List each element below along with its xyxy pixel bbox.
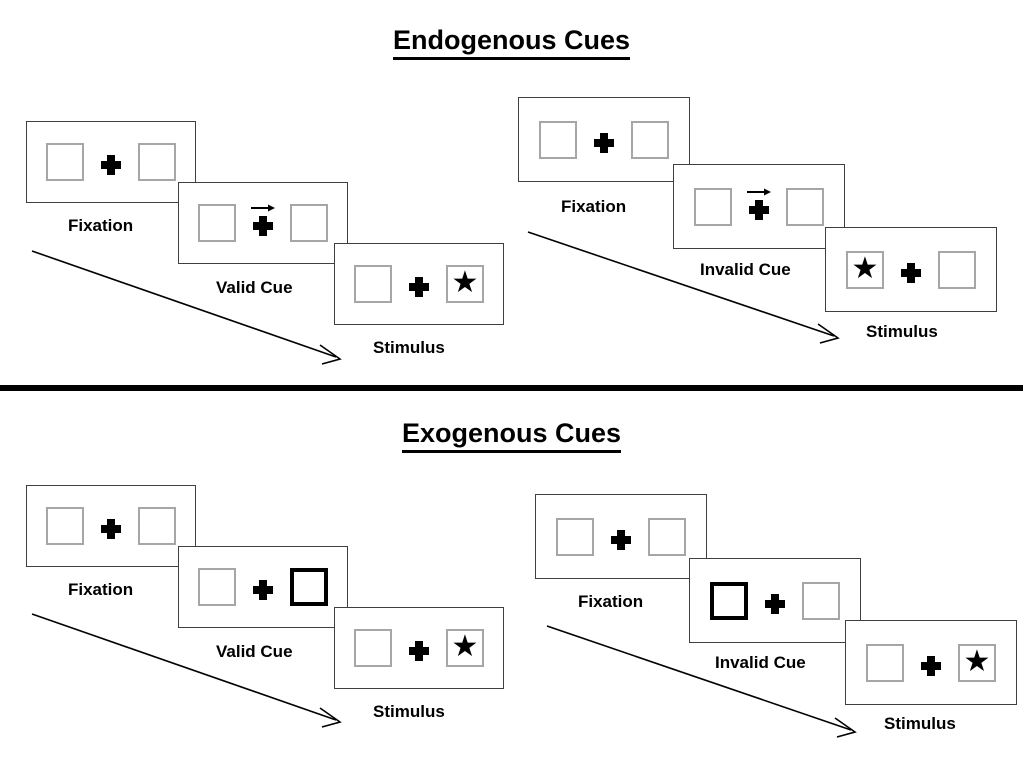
caption-endogenous-invalid-fixation: Fixation [561,197,627,216]
fixation-cross-icon [764,593,786,615]
center-column [406,629,432,667]
caption-exogenous-valid-cue: Valid Cue [216,642,293,661]
left-placeholder-box[interactable] [556,517,594,556]
panel-content [179,183,347,263]
trial-panel-endogenous-invalid-fixation[interactable] [518,97,690,182]
right-placeholder-box[interactable] [938,250,976,289]
caption-exogenous-valid-stimulus: Stimulus [373,702,445,721]
fixation-cross-icon [408,276,430,298]
panel-content [27,486,195,566]
left-placeholder-box[interactable] [198,568,236,606]
fixation-cross-icon [252,215,274,237]
right-placeholder-box[interactable] [648,517,686,556]
section-title-exogenous-text: Exogenous Cues [401,418,622,453]
right-placeholder-box[interactable] [631,120,669,159]
trial-panel-exogenous-valid-stimulus[interactable]: ★ [334,607,504,689]
star-target-icon: ★ [451,266,479,299]
right-placeholder-box[interactable] [138,143,176,181]
center-column [918,644,944,682]
right-placeholder-box[interactable] [138,507,176,545]
center-column [591,121,617,159]
trial-panel-exogenous-valid-fixation[interactable] [26,485,196,567]
left-placeholder-box[interactable] [539,120,577,159]
left-placeholder-box[interactable] [354,629,392,667]
arrow-right-cue-icon [747,188,771,195]
star-target-icon: ★ [451,630,479,663]
time-progression-arrow-exogenous-valid [31,613,342,728]
panel-content: ★ [335,608,503,688]
trial-panel-endogenous-valid-fixation[interactable] [26,121,196,203]
left-cued-box[interactable] [710,581,748,620]
fixation-cross-icon [900,262,922,284]
center-column [98,143,124,181]
trial-panel-endogenous-valid-stimulus[interactable]: ★ [334,243,504,325]
trial-panel-exogenous-invalid-stimulus[interactable]: ★ [845,620,1017,705]
trial-panel-exogenous-invalid-cue[interactable] [689,558,861,643]
star-target-icon: ★ [851,251,879,285]
caption-exogenous-invalid-fixation: Fixation [578,592,644,611]
panel-content [536,495,706,578]
panel-content [519,98,689,181]
panel-content: ★ [846,621,1016,704]
left-placeholder-box[interactable] [198,204,236,242]
right-placeholder-box[interactable] [290,204,328,242]
caption-endogenous-valid-stimulus: Stimulus [373,338,445,357]
center-column [250,568,276,606]
right-target-box[interactable]: ★ [958,643,996,682]
time-progression-arrow-endogenous-valid [31,250,342,365]
fixation-cross-icon [593,132,615,154]
caption-endogenous-valid-fixation: Fixation [68,216,134,235]
time-progression-arrow-endogenous-invalid [527,231,840,344]
trial-panel-endogenous-invalid-stimulus[interactable]: ★ [825,227,997,312]
caption-exogenous-invalid-stimulus: Stimulus [884,714,956,733]
panel-content [27,122,195,202]
center-column [746,188,772,226]
left-placeholder-box[interactable] [46,143,84,181]
left-target-box[interactable]: ★ [846,250,884,289]
center-column [98,507,124,545]
right-placeholder-box[interactable] [786,187,824,226]
fixation-cross-icon [920,655,942,677]
arrow-right-cue-icon [251,204,275,212]
panel-content [674,165,844,248]
section-title-endogenous: Endogenous Cues [0,25,1023,60]
caption-endogenous-invalid-cue: Invalid Cue [700,260,791,279]
panel-content [179,547,347,627]
section-title-endogenous-text: Endogenous Cues [392,25,630,60]
trial-panel-exogenous-valid-cue[interactable] [178,546,348,628]
left-placeholder-box[interactable] [694,187,732,226]
caption-exogenous-invalid-cue: Invalid Cue [715,653,806,672]
right-placeholder-box[interactable] [802,581,840,620]
time-progression-arrow-exogenous-invalid [546,625,857,738]
fixation-cross-icon [100,154,122,176]
trial-panel-endogenous-valid-cue[interactable] [178,182,348,264]
center-column [898,251,924,289]
panel-content: ★ [826,228,996,311]
caption-exogenous-valid-fixation: Fixation [68,580,134,599]
fixation-cross-icon [252,579,274,601]
section-title-exogenous: Exogenous Cues [0,418,1023,453]
left-placeholder-box[interactable] [46,507,84,545]
caption-endogenous-invalid-stimulus: Stimulus [866,322,938,341]
panel-content [690,559,860,642]
caption-endogenous-valid-cue: Valid Cue [216,278,293,297]
fixation-cross-icon [748,199,770,221]
trial-panel-endogenous-invalid-cue[interactable] [673,164,845,249]
right-cued-box[interactable] [290,568,328,606]
left-placeholder-box[interactable] [866,643,904,682]
center-column [608,518,634,556]
center-column [250,204,276,242]
star-target-icon: ★ [963,644,991,678]
fixation-cross-icon [408,640,430,662]
right-target-box[interactable]: ★ [446,265,484,303]
section-divider [0,385,1023,391]
trial-panel-exogenous-invalid-fixation[interactable] [535,494,707,579]
center-column [762,582,788,620]
fixation-cross-icon [610,529,632,551]
panel-content: ★ [335,244,503,324]
left-placeholder-box[interactable] [354,265,392,303]
center-column [406,265,432,303]
fixation-cross-icon [100,518,122,540]
right-target-box[interactable]: ★ [446,629,484,667]
